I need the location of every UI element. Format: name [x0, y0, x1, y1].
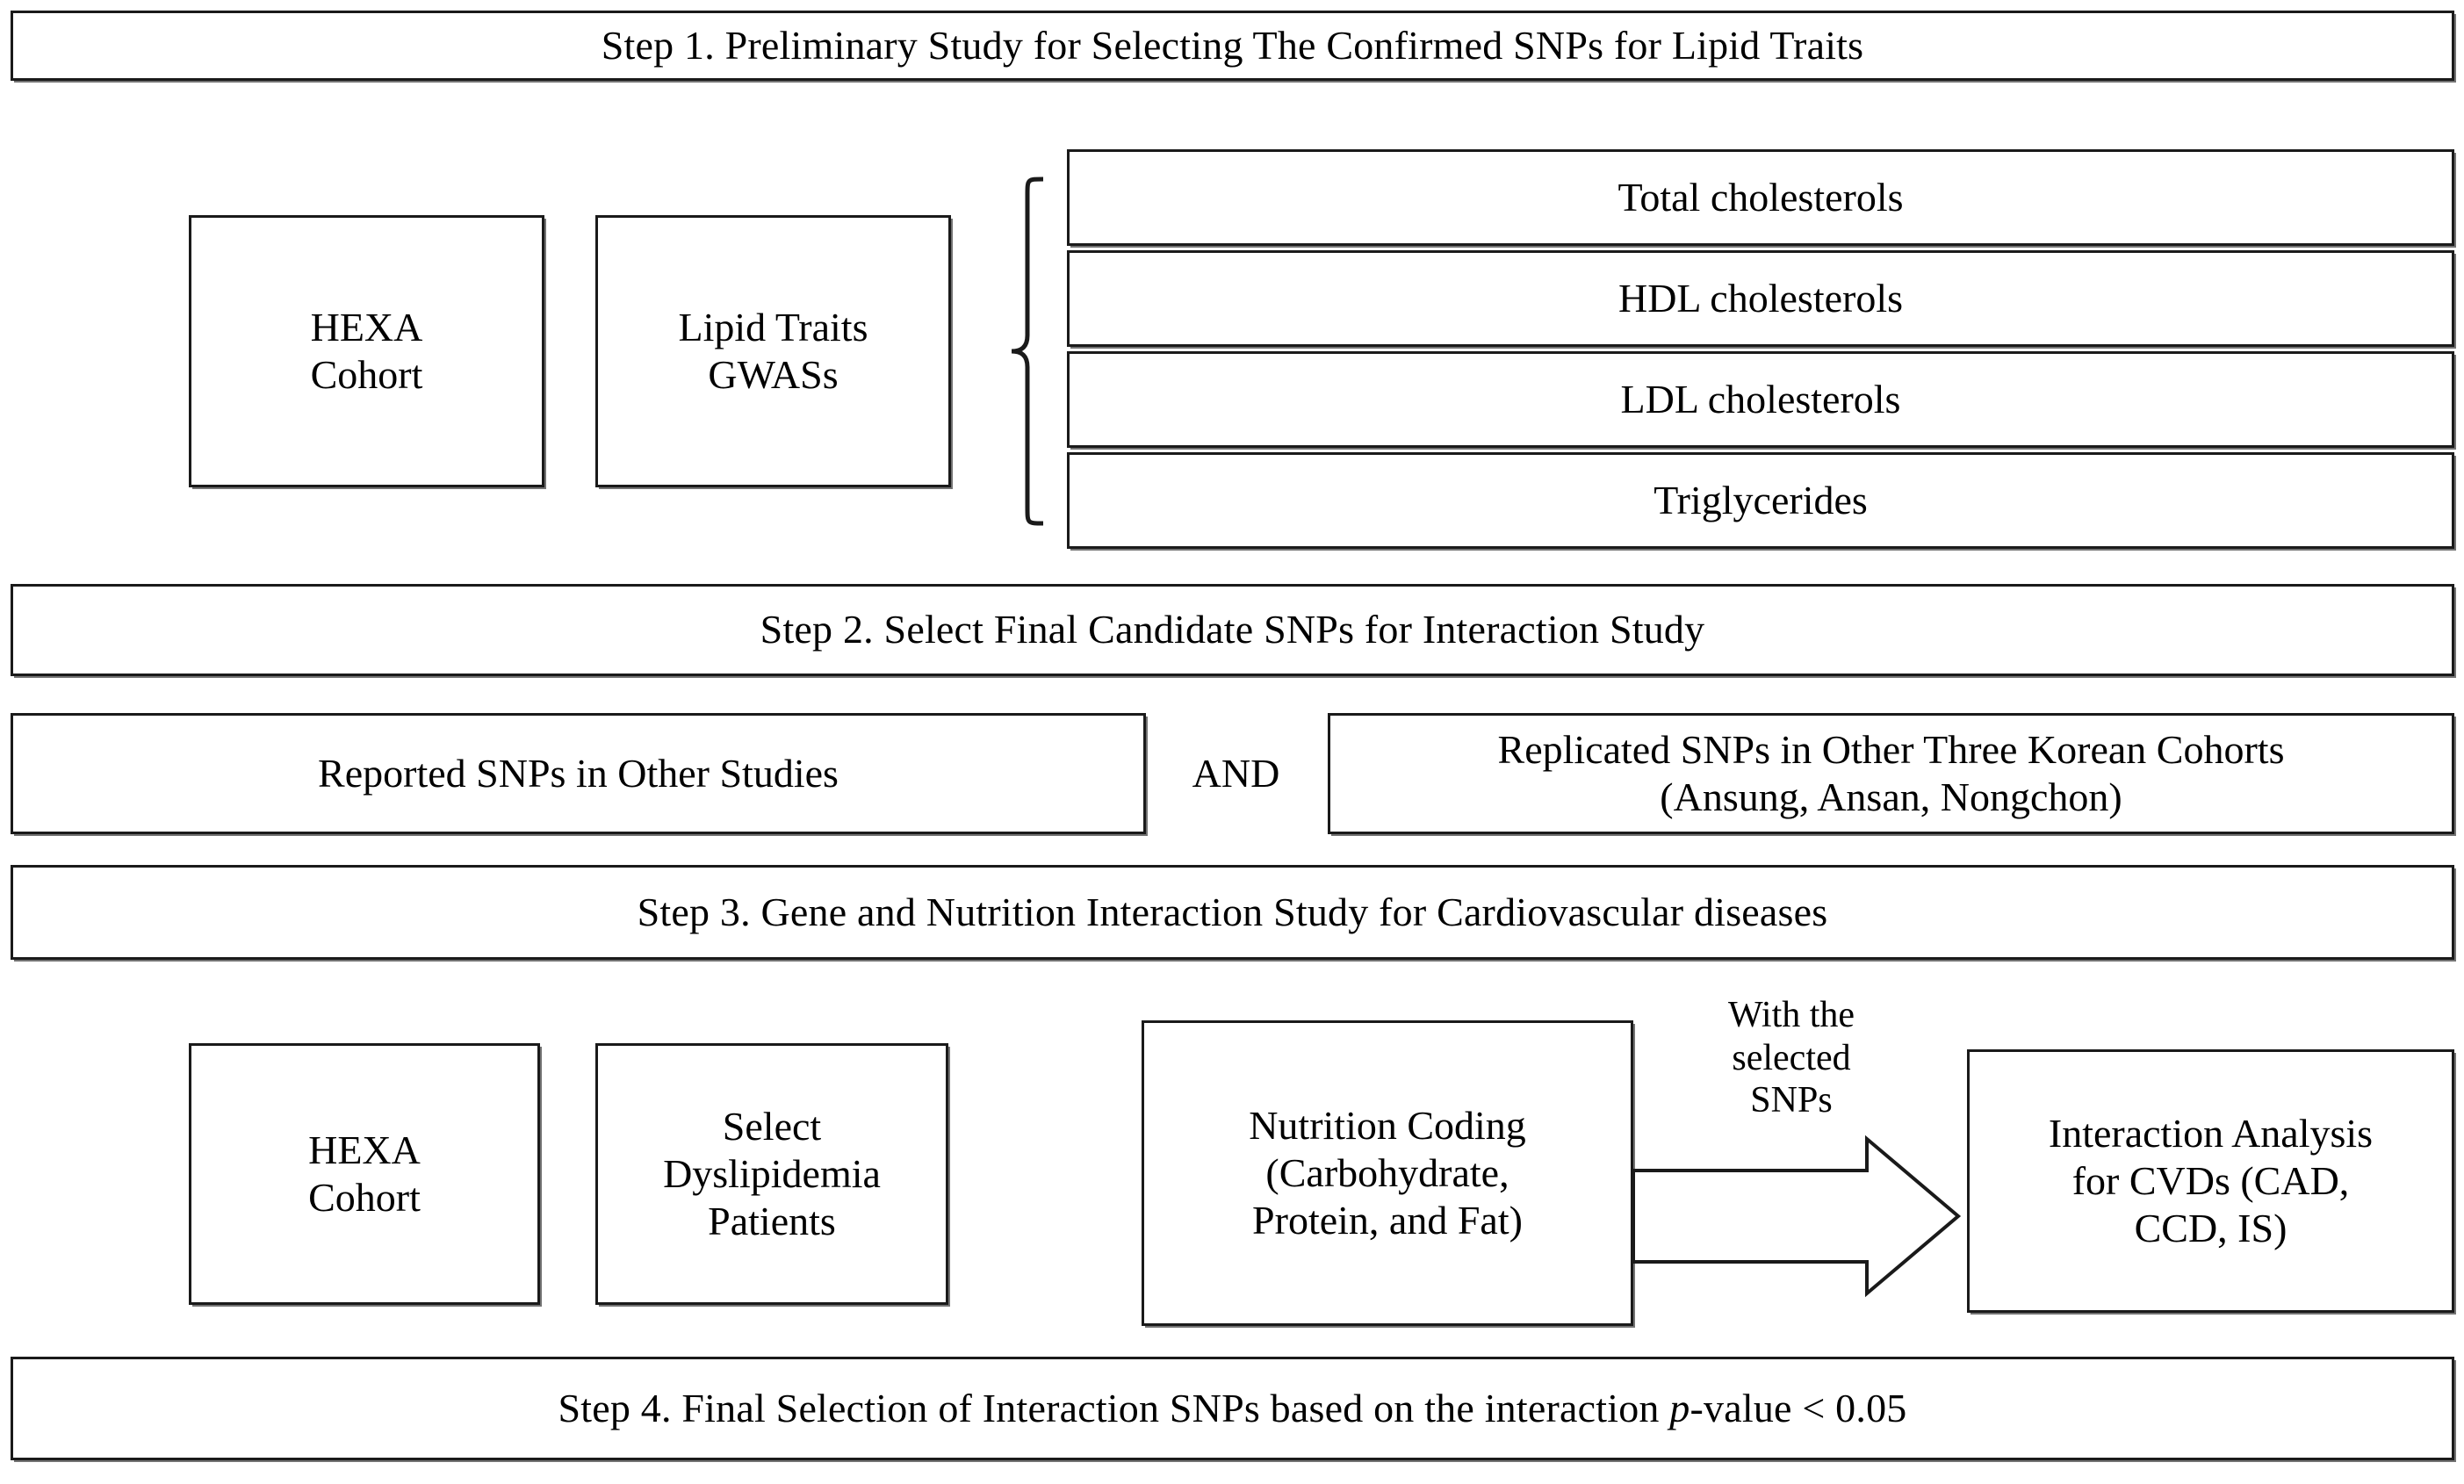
step1-hexa-cohort-line2: Cohort	[310, 352, 423, 397]
step3-nutrition-line1: Nutrition Coding	[1249, 1102, 1526, 1148]
step2-replicated-line1: Replicated SNPs in Other Three Korean Co…	[1497, 726, 2285, 772]
step1-gwas-line2: GWASs	[708, 352, 839, 397]
flow-arrow	[1632, 1128, 1967, 1304]
step3-analysis-line3: CCD, IS)	[2134, 1206, 2287, 1251]
step2-and-connector: AND	[1146, 713, 1326, 834]
step3-patients-line2: Dyslipidemia	[663, 1150, 881, 1196]
step3-hexa-cohort-box: HEXA Cohort	[189, 1043, 540, 1305]
step3-nutrition-line3: Protein, and Fat)	[1252, 1198, 1523, 1243]
step3-hexa-cohort-line2: Cohort	[308, 1175, 421, 1220]
trait-label: HDL cholesterols	[1617, 275, 1904, 321]
step1-banner: Step 1. Preliminary Study for Selecting …	[11, 11, 2454, 81]
trait-label: Triglycerides	[1653, 477, 1868, 522]
step3-hexa-cohort-line1: HEXA	[308, 1127, 421, 1172]
step3-patients-line3: Patients	[708, 1199, 836, 1244]
trait-label: LDL cholesterols	[1620, 376, 1901, 421]
step4-text-post: -value < 0.05	[1689, 1385, 1907, 1430]
step4-text-pre: Step 4. Final Selection of Interaction S…	[558, 1385, 1670, 1430]
arrow-caption-line3: SNPs	[1750, 1080, 1833, 1121]
step3-nutrition-coding-box: Nutrition Coding (Carbohydrate, Protein,…	[1142, 1020, 1633, 1326]
step3-nutrition-line2: (Carbohydrate,	[1265, 1149, 1509, 1195]
step4-banner-label: Step 4. Final Selection of Interaction S…	[558, 1385, 1907, 1432]
step3-analysis-line1: Interaction Analysis	[2048, 1110, 2374, 1156]
step4-banner: Step 4. Final Selection of Interaction S…	[11, 1357, 2454, 1460]
step3-analysis-line2: for CVDs (CAD,	[2071, 1157, 2350, 1203]
lipid-traits-brace	[992, 176, 1054, 527]
trait-row-triglycerides: Triglycerides	[1067, 452, 2454, 549]
step4-text-italic-p: p	[1669, 1385, 1690, 1430]
trait-label: Total cholesterols	[1617, 174, 1904, 220]
step2-banner: Step 2. Select Final Candidate SNPs for …	[11, 584, 2454, 676]
step1-lipid-traits-gwas-box: Lipid Traits GWASs	[595, 215, 951, 487]
step3-interaction-analysis-box: Interaction Analysis for CVDs (CAD, CCD,…	[1967, 1049, 2454, 1313]
step1-banner-label: Step 1. Preliminary Study for Selecting …	[601, 22, 1864, 68]
arrow-caption-line2: selected	[1732, 1037, 1851, 1078]
step2-banner-label: Step 2. Select Final Candidate SNPs for …	[760, 607, 1705, 652]
and-label: AND	[1192, 750, 1280, 796]
step3-banner: Step 3. Gene and Nutrition Interaction S…	[11, 865, 2454, 960]
arrow-right-icon	[1632, 1135, 1962, 1298]
trait-row-total-cholesterols: Total cholesterols	[1067, 149, 2454, 246]
step1-gwas-line1: Lipid Traits	[678, 304, 868, 349]
step2-replicated-line2: (Ansung, Ansan, Nongchon)	[1660, 774, 2122, 819]
trait-row-hdl-cholesterols: HDL cholesterols	[1067, 250, 2454, 347]
arrow-caption: With the selected SNPs	[1646, 975, 1936, 1142]
step1-hexa-cohort-line1: HEXA	[310, 304, 423, 349]
step2-replicated-snps-box: Replicated SNPs in Other Three Korean Co…	[1328, 713, 2454, 834]
step1-hexa-cohort-box: HEXA Cohort	[189, 215, 544, 487]
step2-reported-snps-label: Reported SNPs in Other Studies	[318, 750, 839, 796]
step3-patients-line1: Select	[722, 1103, 822, 1149]
arrow-caption-line1: With the	[1727, 994, 1855, 1035]
trait-row-ldl-cholesterols: LDL cholesterols	[1067, 351, 2454, 448]
brace-icon	[1011, 176, 1044, 526]
step3-banner-label: Step 3. Gene and Nutrition Interaction S…	[637, 889, 1828, 934]
step2-reported-snps-box: Reported SNPs in Other Studies	[11, 713, 1146, 834]
step3-select-dyslipidemia-box: Select Dyslipidemia Patients	[595, 1043, 948, 1305]
